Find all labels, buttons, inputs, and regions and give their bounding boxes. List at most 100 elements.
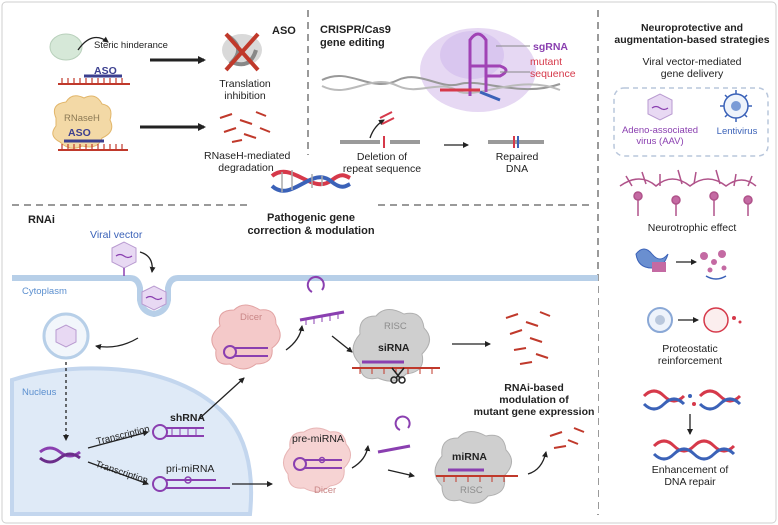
risc-label-1: RISC [384, 321, 407, 332]
aso-tag-top: ASO [94, 65, 117, 77]
modulation-line2: modulation of [499, 394, 569, 407]
dna-repair-label: Enhancement of DNA repair [640, 464, 740, 488]
modulation-line1: RNAi-based [504, 382, 564, 394]
neurotrophic-label: Neurotrophic effect [647, 222, 737, 234]
arrow-dicer2-out [351, 445, 371, 469]
aso-panel [49, 32, 271, 151]
mutant-sequence-label: mutant sequence [530, 56, 576, 80]
repaired-line1: Repaired [495, 151, 539, 163]
repaired-dna [488, 140, 544, 144]
cut-dna-left [340, 140, 380, 144]
proteostatic-label: Proteostatic reinforcement [640, 343, 740, 367]
neuro-title: Neuroprotective and augmentation-based s… [610, 22, 774, 46]
center-line2: correction & modulation [247, 224, 375, 237]
pre-mirna-label: pre-miRNA [292, 433, 344, 445]
rnaseh-tag: RNaseH [64, 113, 100, 124]
arrow-shrna-to-dicer [199, 377, 245, 419]
deletion-label: Deletion of repeat sequence [336, 151, 428, 175]
repaired-line2: DNA [505, 163, 529, 176]
risc-label-2: RISC [460, 485, 483, 496]
blue-segment [479, 90, 501, 102]
mrna-teeth-top [61, 78, 123, 84]
cleaved-fragments-2 [549, 427, 585, 449]
rnaseh-enzyme-icon [52, 95, 113, 149]
cut-dna-right [390, 140, 420, 144]
center-dna-icon [270, 169, 351, 193]
translation-line1: Translation [219, 78, 271, 90]
pre-mirna-hairpin [293, 456, 342, 471]
aav-line2: virus (AAV) [636, 135, 684, 147]
degraded-protein-icon [700, 250, 727, 280]
cleaved-fragments-1 [505, 311, 551, 365]
target-dna-strand-b [321, 80, 561, 94]
nucleus-label: Nucleus [22, 387, 57, 398]
dicer-label-2: Dicer [314, 485, 337, 496]
dicer-shrna [223, 345, 268, 359]
loop-fragment-2 [394, 415, 411, 431]
deletion-arrow [369, 119, 385, 139]
protein-aggregate-icon [635, 248, 669, 272]
viral-vector-icon [111, 241, 137, 269]
translation-inhibition-icon [222, 32, 262, 72]
vesicle-icon-2 [703, 307, 729, 333]
arrow-transcription-2 [87, 461, 149, 486]
degraded-rna-fragments [219, 111, 271, 143]
mutant-line2: sequence [530, 68, 576, 81]
arrow-transcription-1 [87, 430, 149, 449]
crispr-title: CRISPR/Cas9 gene editing [320, 24, 391, 49]
viral-delivery-box [613, 87, 769, 157]
rnai-title: RNAi [28, 214, 55, 226]
translation-inhibition-label: Translation inhibition [219, 78, 271, 102]
shrna-hairpin [152, 424, 204, 440]
nucleus-region [10, 366, 254, 516]
dna-repair-line2: DNA repair [664, 476, 716, 489]
pri-mirna-hairpin [152, 476, 230, 492]
degradation-line2: degradation [218, 162, 274, 175]
steric-hinderance-label: Steric hinderance [94, 40, 168, 51]
mrna-teeth-bottom [61, 144, 123, 150]
dicer-enzyme-icon-1 [211, 304, 281, 370]
repaired-dna-label: Repaired DNA [492, 151, 542, 175]
crispr-title-line1: CRISPR/Cas9 [320, 24, 391, 36]
mirna-duplex [377, 444, 411, 454]
center-title: Pathogenic gene correction & modulation [246, 212, 376, 237]
neuro-title-line2: augmentation-based strategies [614, 34, 770, 47]
damaged-dna-icon [642, 389, 742, 411]
target-dna-strand-a [321, 74, 561, 91]
neuro-panel [613, 87, 769, 461]
degradation-line1: RNaseH-mediated [204, 150, 291, 162]
loop-fragment-1 [306, 275, 325, 293]
dna-repair-line1: Enhancement of [651, 464, 729, 476]
sgrna-label: sgRNA [533, 41, 569, 53]
shrna-label: shRNA [170, 412, 206, 424]
aso-tag-bottom: ASO [68, 127, 91, 139]
lentivirus-label: Lentivirus [716, 126, 758, 137]
viral-line1: Viral vector-mediated [642, 56, 742, 68]
scissors-icon [390, 367, 406, 384]
dicer-label-1: Dicer [240, 312, 263, 323]
rnai-modulation-label: RNAi-based modulation of mutant gene exp… [472, 382, 596, 418]
arrow-to-risc-1 [331, 335, 353, 353]
steric-arrow [77, 36, 109, 51]
rnai-panel [10, 241, 598, 516]
viral-delivery-label: Viral vector-mediated gene delivery [618, 56, 766, 80]
mutant-line1: mutant [530, 56, 563, 68]
arrow-cleavage-2 [527, 451, 548, 475]
deletion-line2: repeat sequence [342, 163, 422, 176]
arrow-entry [139, 251, 156, 273]
viral-vector-label: Viral vector [90, 229, 143, 241]
sgrna-hairpin [468, 32, 508, 96]
mirna-label: miRNA [452, 451, 488, 463]
cell-membrane [12, 275, 598, 318]
arrow-dicer-out [285, 325, 305, 351]
aso-title: ASO [272, 25, 296, 37]
lentivirus-icon [720, 90, 752, 122]
arrow-endosome [95, 337, 139, 350]
crispr-panel [321, 28, 561, 148]
neurons-icon [619, 169, 757, 216]
aav-line1: Adeno-associated [621, 125, 699, 136]
proteostatic-line1: Proteostatic [662, 343, 718, 355]
crispr-title-line2: gene editing [320, 36, 385, 49]
cytoplasm-label: Cytoplasm [22, 286, 67, 297]
